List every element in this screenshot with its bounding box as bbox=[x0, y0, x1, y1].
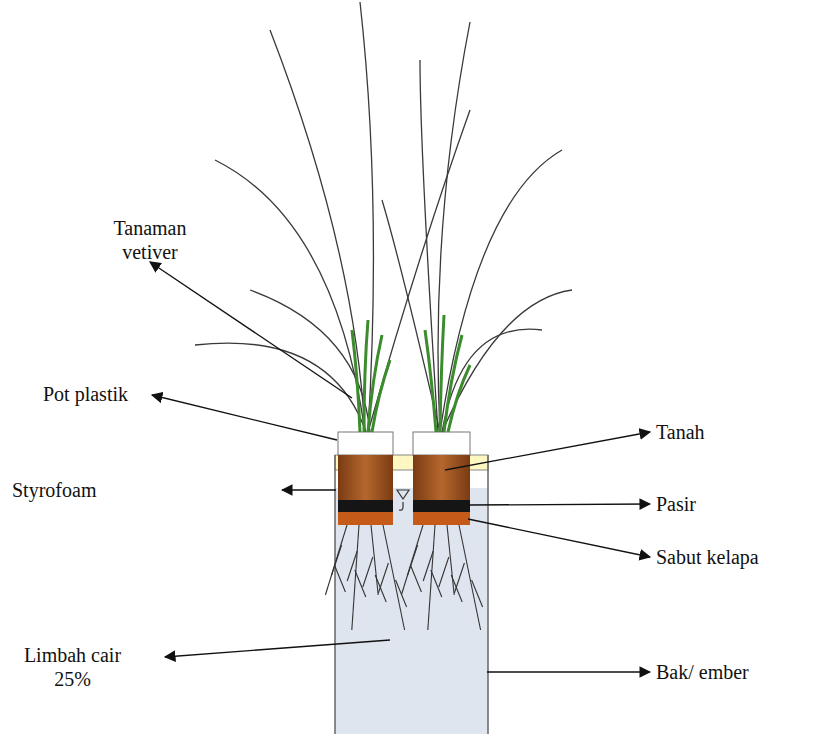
vetiver-leaf bbox=[250, 290, 370, 432]
part-label: Pasir bbox=[656, 492, 786, 516]
plastic-pot bbox=[413, 432, 470, 525]
root bbox=[459, 525, 481, 630]
root bbox=[378, 563, 388, 593]
vetiver-leaf bbox=[442, 329, 542, 432]
vetiver-stem bbox=[425, 330, 436, 432]
root bbox=[363, 557, 373, 587]
vetiver-leaf bbox=[442, 290, 572, 432]
root bbox=[334, 565, 345, 592]
vetiver-stem bbox=[372, 360, 390, 432]
vetiver-stem bbox=[448, 365, 470, 432]
root bbox=[451, 575, 462, 602]
water-level-symbol bbox=[397, 490, 409, 499]
vetiver-plant bbox=[195, 2, 572, 432]
vetiver-leaf bbox=[195, 343, 366, 432]
part-label: Bak/ ember bbox=[656, 660, 806, 684]
roots bbox=[325, 525, 482, 630]
vetiver-leaf bbox=[270, 30, 365, 432]
leader-arrows bbox=[150, 262, 650, 672]
root bbox=[472, 580, 483, 607]
water-level-hook bbox=[399, 502, 403, 510]
part-label: Tanaman vetiver bbox=[95, 216, 205, 264]
part-label: Sabut kelapa bbox=[656, 545, 806, 569]
vetiver-leaf bbox=[368, 110, 470, 432]
wastewater bbox=[335, 488, 488, 734]
root bbox=[383, 525, 405, 630]
part-label: Tanah bbox=[656, 420, 786, 444]
bucket-wall bbox=[335, 455, 488, 734]
vetiver-leaf bbox=[360, 2, 373, 432]
part-label: Limbah cair 25% bbox=[20, 643, 125, 691]
vetiver-stem bbox=[444, 335, 462, 432]
root bbox=[423, 551, 433, 581]
root bbox=[375, 575, 386, 602]
vetiver-stem bbox=[364, 320, 368, 432]
root bbox=[439, 557, 449, 587]
root bbox=[401, 525, 423, 595]
root bbox=[325, 525, 347, 595]
part-label: Styrofoam bbox=[12, 478, 122, 502]
vetiver-stem bbox=[352, 330, 360, 432]
plastic-pot bbox=[338, 432, 393, 525]
vetiver-leaf bbox=[438, 22, 470, 432]
root bbox=[410, 565, 421, 592]
vetiver-leaf bbox=[420, 60, 438, 432]
root bbox=[454, 563, 464, 593]
vetiver-stem bbox=[440, 315, 444, 432]
vetiver-leaf bbox=[440, 150, 562, 432]
root bbox=[347, 551, 357, 581]
part-label: Pot plastik bbox=[43, 382, 153, 406]
